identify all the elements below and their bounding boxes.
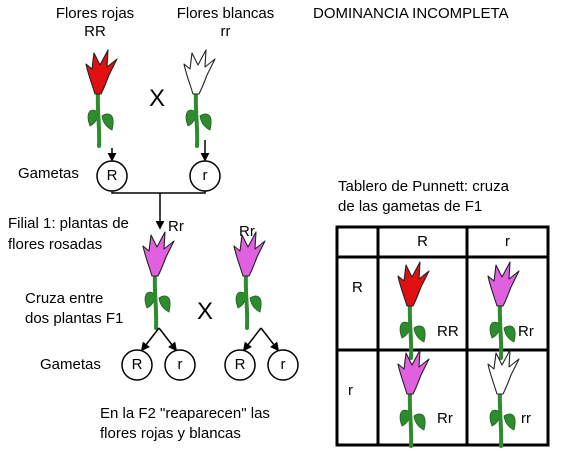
f1a-gamete-R-text: R bbox=[131, 356, 143, 373]
parent-white-label: Flores blancas bbox=[176, 5, 275, 22]
f1a-gamete-r bbox=[164, 349, 196, 381]
f1b-gamete-r-text: r bbox=[280, 356, 286, 373]
punnett-row-header-r: r bbox=[348, 382, 353, 399]
arrow-f1b-r bbox=[260, 327, 280, 352]
f1-label-line1: Filial 1: plantas de bbox=[8, 215, 129, 232]
f1-cross-symbol: X bbox=[197, 298, 214, 325]
punnett-grid bbox=[335, 225, 550, 447]
punnett-Rr-flower-icon bbox=[486, 260, 521, 360]
punnett-row-header-R: R bbox=[352, 279, 363, 296]
f2-note-line1: En la F2 "reaparecen" las bbox=[100, 405, 270, 422]
arrow-f1b-R bbox=[242, 327, 262, 352]
punnett-col-header-R: R bbox=[417, 233, 428, 250]
f1-pink-flower-2-icon bbox=[232, 230, 267, 330]
diagram-title: DOMINANCIA INCOMPLETA bbox=[313, 5, 509, 22]
punnett-cell-rr: rr bbox=[521, 410, 531, 427]
punnett-rR-flower-icon bbox=[396, 348, 431, 448]
f1b-gamete-R-text: R bbox=[234, 356, 246, 373]
f1-genotype-2: Rr bbox=[239, 223, 255, 240]
punnett-cell-Rr-top: Rr bbox=[518, 323, 534, 340]
punnett-title-line2: de las gametas de F1 bbox=[338, 198, 483, 215]
white-flower-icon bbox=[182, 48, 217, 148]
punnett-cell-Rr-bottom: Rr bbox=[437, 410, 453, 427]
gametes-label-top: Gametas bbox=[18, 165, 79, 182]
parent-white-genotype: rr bbox=[220, 23, 231, 40]
punnett-RR-flower-icon bbox=[396, 260, 431, 360]
f1b-gamete-r bbox=[267, 349, 299, 381]
f1b-gamete-R bbox=[224, 349, 256, 381]
punnett-cell-RR: RR bbox=[437, 323, 459, 340]
f1a-gamete-r-text: r bbox=[177, 356, 183, 373]
parent-red-label: Flores rojas bbox=[55, 5, 135, 22]
f2-note-line2: flores rojas y blancas bbox=[100, 425, 241, 442]
f1-pink-flower-icon bbox=[141, 230, 176, 330]
punnett-col-header-r: r bbox=[505, 233, 510, 250]
parent-cross-symbol: X bbox=[149, 85, 166, 112]
f1-cross-label-line2: dos plantas F1 bbox=[25, 310, 124, 327]
f1a-gamete-R bbox=[121, 349, 153, 381]
f1-cross-label-line1: Cruza entre bbox=[25, 290, 104, 307]
gametes-label-f1: Gametas bbox=[40, 356, 101, 373]
arrow-f1a-r bbox=[158, 327, 178, 352]
f1-label-line2: flores rosadas bbox=[8, 236, 103, 253]
fertilization-line bbox=[111, 191, 206, 194]
punnett-rr-flower-icon bbox=[486, 348, 521, 448]
punnett-title-line1: Tablero de Punnett: cruza bbox=[338, 178, 509, 195]
arrow-f1a-R bbox=[140, 327, 160, 352]
gamete-R-text: R bbox=[106, 167, 118, 184]
f1-genotype-1: Rr bbox=[168, 218, 184, 235]
gamete-r-text: r bbox=[202, 167, 208, 184]
red-flower-icon bbox=[84, 48, 119, 148]
parent-red-genotype: RR bbox=[84, 23, 106, 40]
